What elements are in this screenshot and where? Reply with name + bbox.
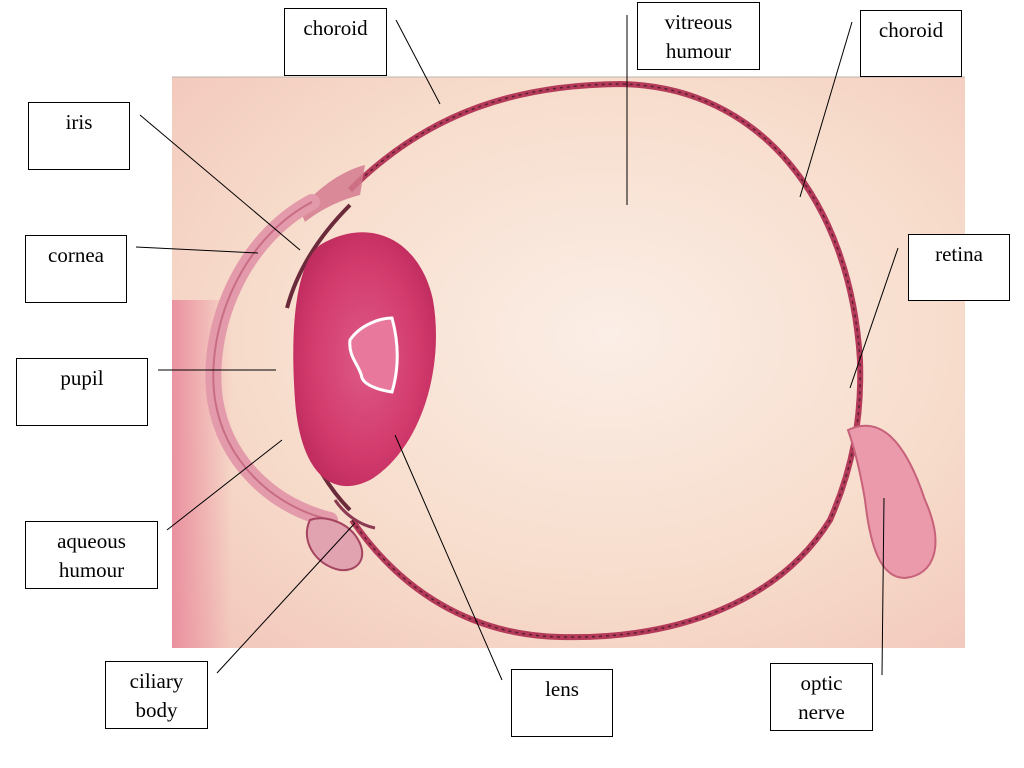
leader-choroid-top xyxy=(395,19,441,105)
leader-lens xyxy=(394,434,503,681)
label-pupil: pupil xyxy=(16,358,148,426)
leader-retina xyxy=(849,247,899,389)
lens-shape xyxy=(293,232,436,487)
label-lens: lens xyxy=(511,669,613,737)
leader-lines xyxy=(135,15,899,681)
leader-ciliary-body xyxy=(216,522,356,674)
label-ciliary-body: ciliary body xyxy=(105,661,208,729)
label-choroid-top: choroid xyxy=(284,8,387,76)
label-aqueous-humour: aqueous humour xyxy=(25,521,158,589)
label-optic-nerve: optic nerve xyxy=(770,663,873,731)
optic-nerve-shape xyxy=(846,424,937,580)
leader-choroid-right xyxy=(799,21,853,198)
specimen-photo xyxy=(172,76,965,648)
label-iris: iris xyxy=(28,102,130,170)
leader-aqueous-humour xyxy=(166,439,283,531)
ciliary-body-shape xyxy=(305,499,376,572)
label-cornea: cornea xyxy=(25,235,127,303)
eyeball-wall xyxy=(347,80,864,641)
label-retina: retina xyxy=(908,234,1010,301)
label-choroid-right: choroid xyxy=(860,10,962,77)
leader-cornea xyxy=(135,246,259,254)
cornea-shape xyxy=(205,194,338,528)
leader-optic-nerve xyxy=(881,497,885,676)
leader-iris xyxy=(139,114,301,251)
label-vitreous-humour: vitreous humour xyxy=(637,2,760,70)
